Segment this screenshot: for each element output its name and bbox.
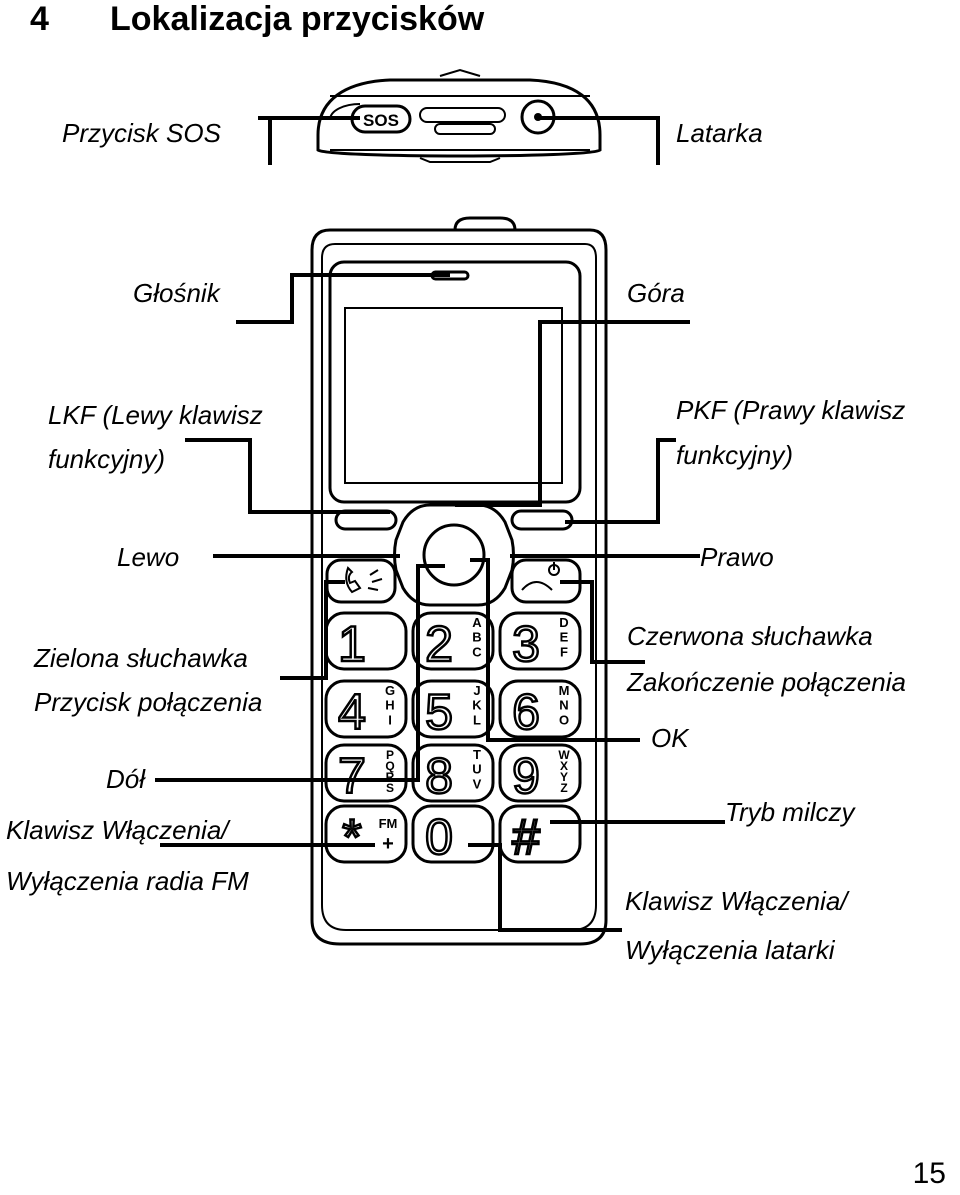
key-letter: E (560, 630, 569, 645)
key-letter: C (472, 644, 482, 659)
key-letter: A (472, 615, 482, 630)
ok-button (422, 523, 486, 587)
key-8: 8 TUV (411, 743, 495, 805)
fm-key-label-line1: Klawisz Włączenia/ (6, 815, 229, 845)
key-letter: G (385, 683, 395, 698)
torch-label: Latarka (676, 118, 763, 148)
key-letter: W (558, 748, 570, 762)
key-digit: # (512, 809, 540, 865)
lkf-label-line2: funkcyjny) (48, 444, 166, 474)
red-key-label-line1: Czerwona słuchawka (627, 621, 873, 651)
fm-key-label-line2: Wyłączenia radia FM (6, 866, 249, 896)
right-label: Prawo (700, 542, 774, 572)
key-letters: FM (379, 816, 398, 831)
key-letter: R (386, 770, 395, 784)
silent-mode-label: Tryb milczy (725, 797, 855, 827)
key-4: 4 GHI (324, 679, 408, 741)
key-digit: * (342, 809, 361, 865)
key-5: 5 JKL (411, 679, 495, 741)
pkf-label-line1: PKF (Prawy klawisz (676, 395, 906, 425)
green-key-label-line1: Zielona słuchawka (34, 643, 248, 673)
key-1: 1 (324, 611, 408, 673)
key-3: 3 DEF (498, 611, 582, 673)
left-label: Lewo (117, 542, 180, 572)
key-digit: 8 (425, 748, 453, 804)
section-number: 4 (30, 0, 49, 38)
leader-lines (155, 116, 725, 932)
key-digit: 2 (425, 616, 453, 672)
pkf-label-line2: funkcyjny) (676, 440, 794, 470)
navigation-pad (393, 503, 515, 607)
key-letter: P (386, 748, 394, 762)
key-letter: F (560, 644, 568, 659)
key-digit: 9 (512, 748, 540, 804)
key-6: 6 MNO (498, 679, 582, 741)
page-number: 15 (912, 1157, 946, 1190)
key-letter: O (559, 712, 569, 727)
green-key-label-line2: Przycisk połączenia (34, 687, 263, 717)
key-letter: H (385, 698, 394, 713)
key-letter: T (473, 747, 481, 762)
key-digit: 1 (338, 616, 366, 672)
key-digit: 6 (512, 684, 540, 740)
key-letter: B (472, 630, 481, 645)
key-star: * FM + (324, 804, 408, 866)
key-letter: U (472, 762, 481, 777)
key-letter: S (386, 781, 394, 795)
end-key (510, 558, 582, 604)
key-letter: V (473, 776, 482, 791)
key-digit: 4 (338, 684, 366, 740)
key-digit: 7 (338, 748, 366, 804)
red-key-label-line2: Zakończenie połączenia (627, 667, 906, 697)
lkf-label-line1: LKF (Lewy klawisz (48, 400, 263, 430)
key-letter: J (473, 683, 480, 698)
key-hash: # (498, 804, 582, 866)
key-2: 2 ABC (411, 611, 495, 673)
torch-key-label-line1: Klawisz Włączenia/ (625, 886, 848, 916)
sos-button: SOS (350, 104, 412, 134)
torch-key-label-line2: Wyłączenia latarki (625, 935, 835, 965)
key-letter: X (560, 759, 568, 773)
sos-button-text: SOS (363, 111, 399, 130)
right-soft-key (510, 509, 574, 531)
phone-top-view (316, 68, 602, 163)
sos-button-label: Przycisk SOS (62, 118, 221, 148)
plus-symbol: + (382, 833, 394, 855)
key-letter: D (559, 615, 568, 630)
key-digit: 3 (512, 616, 540, 672)
key-0: 0 (411, 804, 495, 866)
key-digit: 0 (425, 809, 453, 865)
key-letter: Q (385, 759, 394, 773)
key-letter: I (388, 712, 392, 727)
key-letter: L (473, 712, 481, 727)
key-letter: Z (560, 781, 567, 795)
key-letter: N (559, 698, 568, 713)
ok-label: OK (651, 723, 689, 753)
key-letter: K (472, 698, 482, 713)
key-letter: Y (560, 770, 568, 784)
section-title: Lokalizacja przycisków (110, 0, 485, 38)
section-heading: 4 Lokalizacja przycisków (30, 0, 484, 39)
speaker-label: Głośnik (133, 278, 220, 308)
down-label: Dół (106, 764, 146, 794)
key-digit: 5 (425, 684, 453, 740)
key-letter: M (559, 683, 570, 698)
up-label: Góra (627, 278, 685, 308)
